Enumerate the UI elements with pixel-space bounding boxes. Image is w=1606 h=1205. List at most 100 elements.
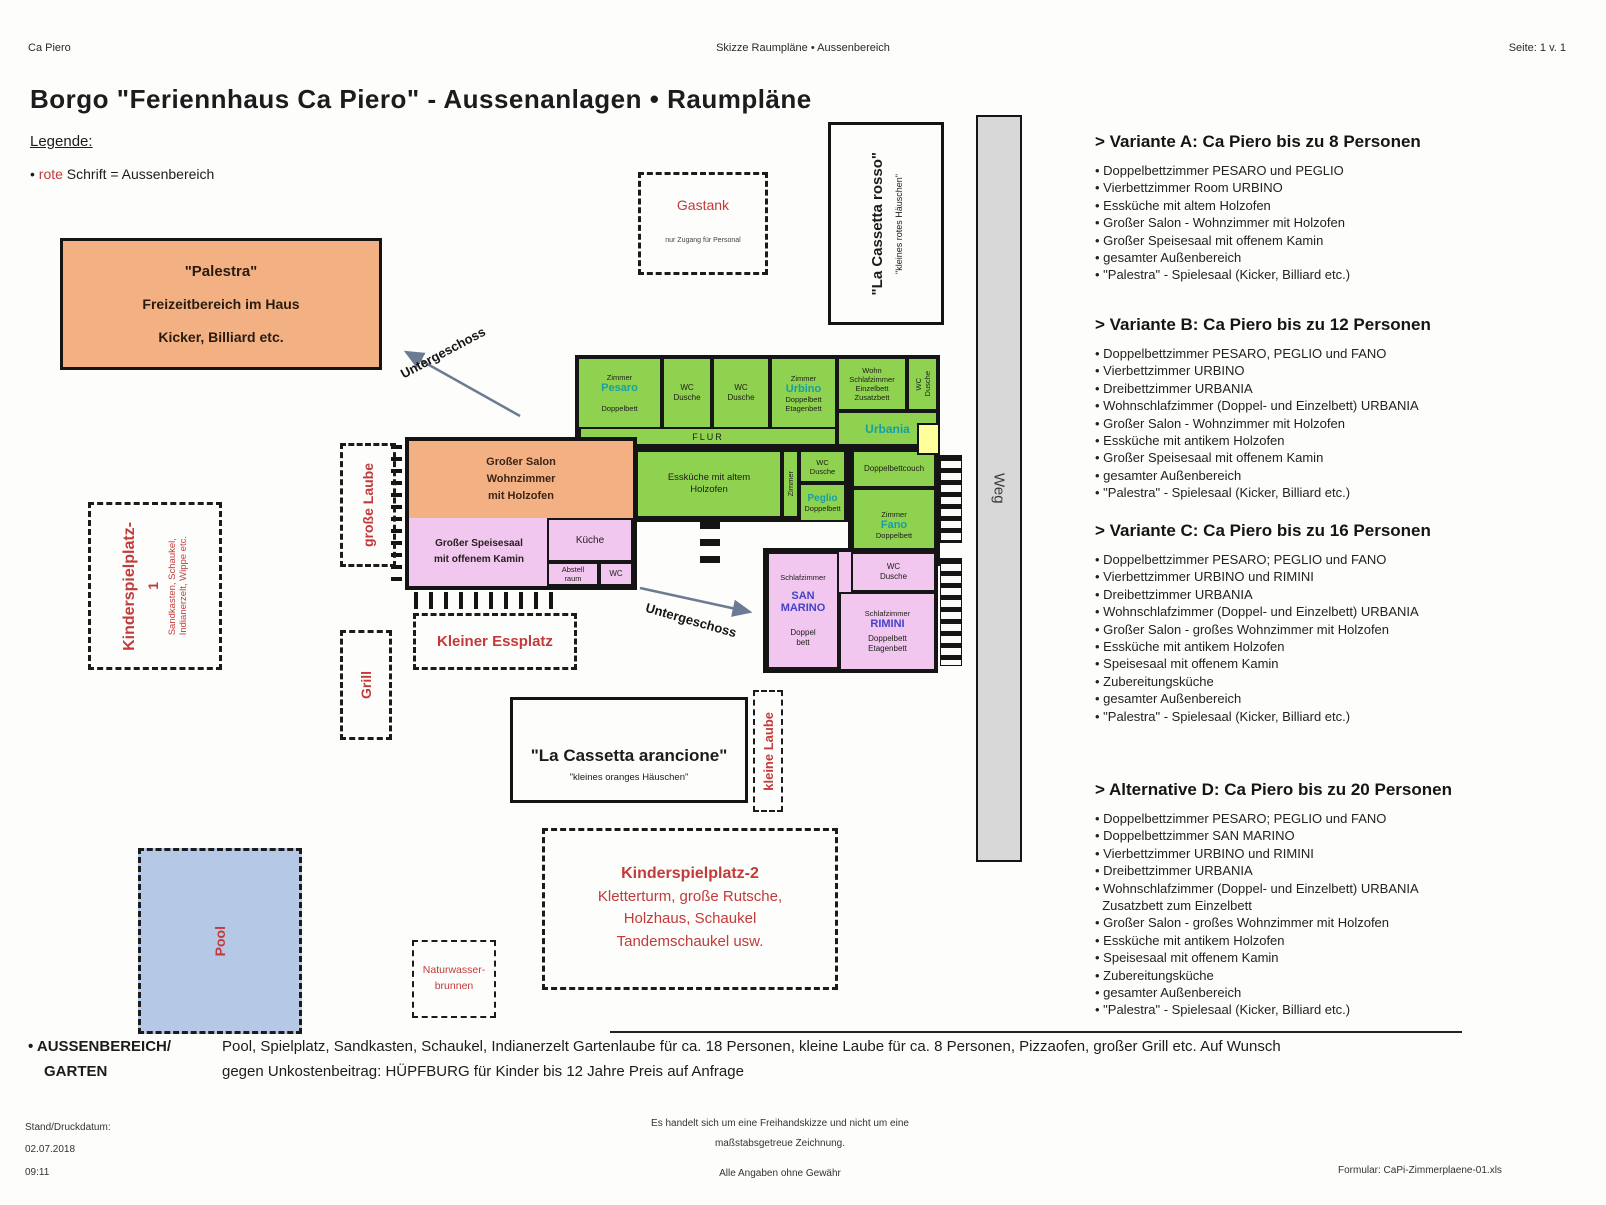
room-esskueche-label: Essküche mit altem Holzofen	[667, 471, 751, 495]
untergeschoss-arrow-lower	[639, 586, 753, 617]
variant-item: • Speisesaal mit offenem Kamin	[1095, 950, 1279, 966]
variant-item: • Dreibettzimmer URBANIA	[1095, 380, 1253, 396]
legend-red-word: rote	[38, 166, 63, 182]
variant-d-block: > Alternative D: Ca Piero bis zu 20 Pers…	[1095, 780, 1587, 1019]
weg-label: Weg	[990, 473, 1008, 504]
variant-a-items: • Doppelbettzimmer PESARO und PEGLIO • Vi…	[1095, 162, 1587, 284]
room-pesaro-beds: Doppelbett	[601, 404, 638, 413]
variant-item: • Doppelbettzimmer PESARO, PEGLIO und FA…	[1095, 346, 1387, 361]
variant-c-title: > Variante C: Ca Piero bis zu 16 Persone…	[1095, 521, 1431, 540]
room-san-marino: Schlafzimmer SAN MARINO Doppel bett	[767, 552, 839, 669]
variant-item: • Doppelbettzimmer SAN MARINO	[1095, 828, 1295, 844]
variant-item: • Essküche mit antikem Holzofen	[1095, 932, 1285, 948]
room-rimini-beds: Doppelbett Etagenbett	[868, 634, 907, 653]
room-peglio-name: Peglio	[807, 492, 838, 504]
kinderspielplatz-2-box: Kinderspielplatz-2 Kletterturm, große Ru…	[542, 828, 838, 990]
pergola-fence	[414, 592, 554, 609]
variant-item: • Doppelbettzimmer PESARO und PEGLIO	[1095, 163, 1344, 178]
variant-item: • "Palestra" - Spielesaal (Kicker, Billi…	[1095, 267, 1351, 283]
garten-label-line1: • AUSSENBEREICH/	[28, 1038, 172, 1055]
cassetta-arancione-title: "La Cassetta arancione"	[530, 745, 728, 765]
variant-item: • Vierbettzimmer URBINO	[1095, 363, 1245, 379]
variant-item: • Vierbettzimmer URBINO und RIMINI	[1095, 845, 1314, 861]
room-wc-1-label: WC Dusche	[673, 383, 701, 402]
room-wohnschlafzimmer: Wohn Schlafzimmer Einzelbett Zusatzbett	[837, 357, 907, 411]
exterior-stairs-left	[391, 445, 402, 583]
naturwasserbrunnen-box: Naturwasser- brunnen	[412, 940, 496, 1018]
room-wc-4-label: WC Dusche	[809, 457, 836, 476]
variant-item: • Essküche mit antikem Holzofen	[1095, 433, 1285, 449]
variant-d-title: > Alternative D: Ca Piero bis zu 20 Pers…	[1095, 780, 1452, 799]
footer-disclaimer-line2: maßstabsgetreue Zeichnung.	[714, 1138, 846, 1149]
variant-item: • gesamter Außenbereich	[1095, 691, 1242, 707]
room-speisesaal: Großer Speisesaal mit offenem Kamin	[409, 518, 549, 586]
kleine-laube-box: kleine Laube	[753, 690, 783, 812]
footer-form-id: Formular: CaPi-Zimmerplaene-01.xls	[1338, 1165, 1502, 1176]
legend-line: • rote Schrift = Aussenbereich	[30, 166, 214, 182]
variant-item: • Zubereitungsküche	[1095, 673, 1214, 689]
legend-bullet: •	[30, 166, 35, 182]
header-left: Ca Piero	[28, 42, 71, 54]
untergeschoss-arrow-upper	[403, 350, 521, 418]
variant-item: • Großer Salon - großes Wohnzimmer mit H…	[1095, 621, 1390, 637]
variant-item: • gesamter Außenbereich	[1095, 250, 1242, 266]
variant-item: • Speisesaal mit offenem Kamin	[1095, 656, 1279, 672]
room-peglio-beds: Doppelbett	[804, 503, 841, 513]
kleiner-essplatz-label: Kleiner Essplatz	[437, 633, 553, 650]
variant-b-title: > Variante B: Ca Piero bis zu 12 Persone…	[1095, 315, 1431, 334]
header-right: Seite: 1 v. 1	[1508, 42, 1566, 54]
footer-print-time: 09:11	[25, 1167, 50, 1178]
footer-print-date: 02.07.2018	[25, 1144, 76, 1155]
room-wc-2-label: WC Dusche	[727, 383, 755, 402]
variant-a-title: > Variante A: Ca Piero bis zu 8 Personen	[1095, 132, 1421, 151]
room-wc-2: WC Dusche	[712, 357, 770, 429]
page-title: Borgo "Feriennhaus Ca Piero" - Aussenanl…	[30, 84, 812, 114]
room-pesaro-name: Pesaro	[601, 382, 638, 394]
legend-heading: Legende:	[30, 133, 93, 150]
room-pesaro-type: Zimmer	[606, 373, 633, 382]
room-wc-6: WC Dusche	[851, 552, 936, 592]
room-peglio: Peglio Doppelbett	[799, 483, 846, 522]
pool-box: Pool	[138, 848, 302, 1034]
room-abstellraum-label: Abstell raum	[561, 565, 585, 583]
entry-marker	[917, 423, 940, 455]
kinderspielplatz-1-number: 1	[145, 582, 161, 590]
variant-item: • Großer Salon - Wohnzimmer mit Holzofen	[1095, 215, 1345, 231]
variant-b-items: • Doppelbettzimmer PESARO, PEGLIO und FA…	[1095, 345, 1587, 502]
variant-item: • Wohnschlafzimmer (Doppel- und Einzelbe…	[1095, 398, 1419, 414]
pool-label: Pool	[212, 925, 228, 957]
room-wc-3-label: WC Dusche	[913, 371, 932, 397]
room-san-marino-type: Schlafzimmer	[780, 573, 826, 583]
garten-divider	[610, 1031, 1462, 1033]
variant-item: • Großer Speisesaal mit offenem Kamin	[1095, 232, 1324, 248]
room-wc-5-label: WC	[609, 569, 623, 579]
variant-item: • Dreibettzimmer URBANIA	[1095, 586, 1253, 602]
room-fano-type: Zimmer	[881, 510, 907, 519]
variant-item: • Vierbettzimmer Room URBINO	[1095, 180, 1283, 196]
room-urbino-name: Urbino	[785, 382, 822, 395]
cassetta-arancione-subtitle: "kleines oranges Häuschen"	[569, 771, 689, 783]
room-wohnschlafzimmer-label: Wohn Schlafzimmer Einzelbett Zusatzbett	[849, 366, 895, 402]
room-rimini: Schlafzimmer RIMINI Doppelbett Etagenbet…	[839, 592, 936, 671]
variant-item: • Wohnschlafzimmer (Doppel- und Einzelbe…	[1095, 604, 1419, 620]
kinderspielplatz-1-detail: Sandkasten, Schaukel, Indianerzelt, Wipp…	[167, 536, 189, 636]
palestra-line2: Freizeitbereich im Haus	[142, 296, 300, 313]
variant-item: • gesamter Außenbereich	[1095, 467, 1242, 483]
variant-b-block: > Variante B: Ca Piero bis zu 12 Persone…	[1095, 315, 1587, 502]
palestra-title: "Palestra"	[184, 263, 258, 281]
variant-item: • Essküche mit antikem Holzofen	[1095, 639, 1285, 655]
corridor-flur: FLUR	[579, 427, 837, 446]
garten-text-line2: gegen Unkostenbeitrag: HÜPFBURG für Kind…	[222, 1063, 744, 1080]
room-rimini-name: RIMINI	[870, 618, 905, 631]
variant-item: • Zubereitungsküche	[1095, 967, 1214, 983]
room-grosser-salon: Großer Salon Wohnzimmer mit Holzofen	[409, 441, 633, 518]
variant-item: • Doppelbettzimmer PESARO; PEGLIO und FA…	[1095, 552, 1387, 567]
variant-item: • "Palestra" - Spielesaal (Kicker, Billi…	[1095, 1002, 1351, 1018]
garten-label-line2: GARTEN	[44, 1063, 108, 1080]
variant-item: • Doppelbettzimmer PESARO; PEGLIO und FA…	[1095, 811, 1387, 826]
kinderspielplatz-2-detail: Kletterturm, große Rutsche, Holzhaus, Sc…	[597, 887, 783, 950]
room-urbino-type: Zimmer	[790, 373, 817, 383]
kleiner-essplatz-box: Kleiner Essplatz	[413, 613, 577, 670]
